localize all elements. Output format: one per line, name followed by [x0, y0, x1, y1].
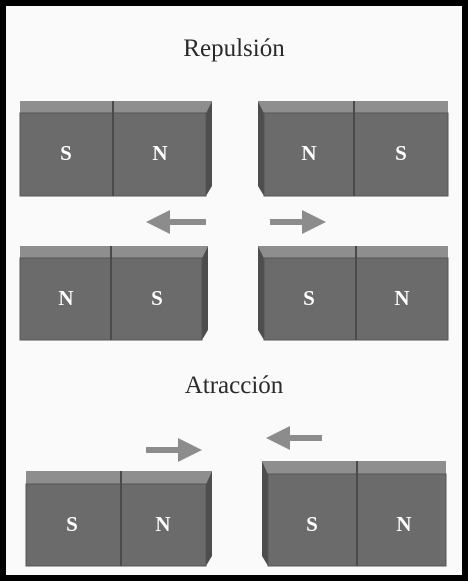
pole-label: N	[58, 286, 73, 310]
magnet-att-left: S N	[25, 471, 212, 567]
pole-label: N	[394, 286, 409, 310]
magnet-rep-top-right: N S	[258, 101, 449, 197]
magnet-att-right: S N	[262, 461, 447, 567]
pole-label: S	[151, 286, 163, 310]
magnet-rep-bottom-right: S N	[258, 246, 449, 341]
pole-label: N	[152, 141, 167, 165]
pole-label: N	[155, 512, 170, 536]
magnet-rep-bottom-left: N S	[19, 246, 208, 341]
pole-label: S	[395, 141, 407, 165]
attraction-title: Atracción	[185, 372, 284, 399]
pole-label: S	[306, 512, 318, 536]
pole-label: S	[66, 512, 78, 536]
magnet-rep-top-left: S N	[19, 101, 212, 197]
repulsion-title: Repulsión	[183, 35, 285, 62]
pole-label: N	[396, 512, 411, 536]
pole-label: S	[60, 141, 72, 165]
pole-label: N	[301, 141, 316, 165]
pole-label: S	[303, 286, 315, 310]
